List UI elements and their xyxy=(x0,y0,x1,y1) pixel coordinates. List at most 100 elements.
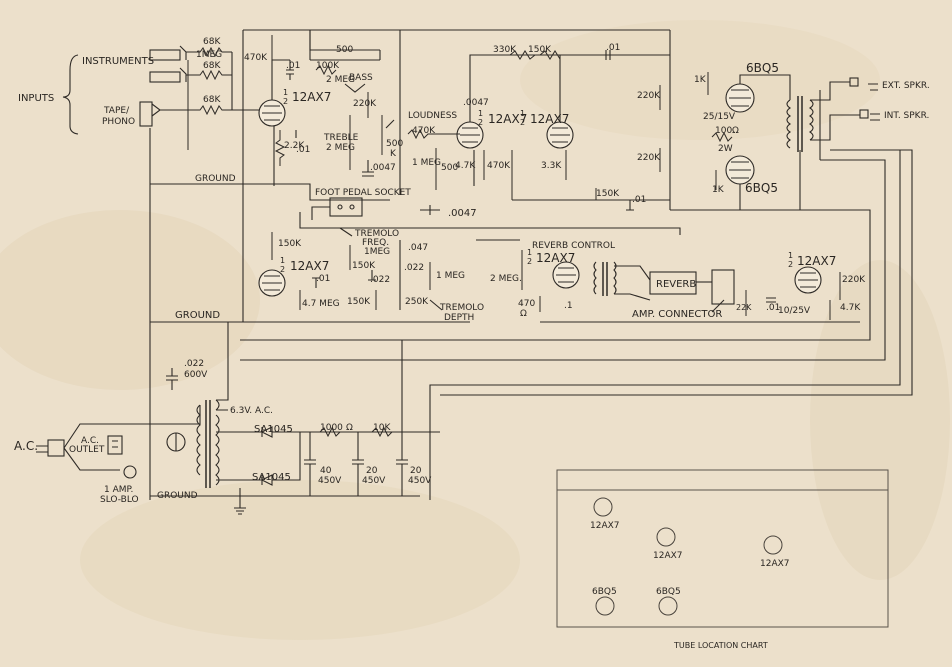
value-4-7k-a: 4.7K xyxy=(455,161,476,171)
chart-tube-slot-5: 6BQ5 xyxy=(656,587,681,616)
svg-text:2: 2 xyxy=(478,118,483,127)
value-500k-k: K xyxy=(390,149,397,159)
label-tape-phono-2: PHONO xyxy=(102,117,135,127)
long-wires xyxy=(240,29,913,500)
value-68k-1: 68K xyxy=(203,37,221,47)
value-40: 40 xyxy=(320,466,332,476)
value-330k: 330K xyxy=(493,45,517,55)
chart-tube-slot-3: 12AX7 xyxy=(760,535,790,569)
value-022-b: .022 xyxy=(404,263,424,273)
value-022-a: .022 xyxy=(370,275,390,285)
label-tube-v7: 6BQ5 xyxy=(745,181,778,195)
value-1meg-c: 1MEG xyxy=(364,247,390,257)
label-reverb: REVERB xyxy=(656,279,696,290)
label-ac-outlet-1: A.C. xyxy=(81,436,99,446)
value-1meg-b: 1 MEG xyxy=(412,158,441,168)
label-treble: TREBLE xyxy=(323,133,359,143)
value-20-b: 20 xyxy=(410,466,422,476)
tube-v1-12ax7: 1 2 12AX7 470K 2.2K xyxy=(244,35,331,186)
foot-pedal-socket: FOOT PEDAL SOCKET xyxy=(311,188,411,220)
value-220k-b: 220K xyxy=(637,91,661,101)
label-ground-1: GROUND xyxy=(195,174,236,184)
value-0047-b: .0047 xyxy=(463,98,489,108)
value-470k-c: 470K xyxy=(487,161,511,171)
label-tube-v6: 6BQ5 xyxy=(746,61,779,75)
svg-text:1: 1 xyxy=(478,109,483,118)
label-ground-2: GROUND xyxy=(175,310,220,321)
value-150k-d: 150K xyxy=(352,261,376,271)
label-tremolo-freq-2: FREQ. xyxy=(362,238,389,248)
value-20-a: 20 xyxy=(366,466,378,476)
value-treble: 2 MEG xyxy=(326,143,355,153)
svg-text:2: 2 xyxy=(283,97,288,106)
label-tube-v1: 12AX7 xyxy=(292,90,331,104)
value-150k-c: 150K xyxy=(278,239,302,249)
input-section: INSTRUMENTS INPUTS TAPE/ PHONO 68K 68K 6… xyxy=(18,37,270,185)
svg-text:6BQ5: 6BQ5 xyxy=(656,587,681,597)
label-tube-v2: 12AX7 xyxy=(488,112,527,126)
tube-v7-6bq5: 6BQ5 1K xyxy=(712,150,801,211)
svg-text:2: 2 xyxy=(527,257,532,266)
resistor-68k-2 xyxy=(186,69,232,81)
value-0047-a: .0047 xyxy=(370,163,396,173)
label-tape-phono-1: TAPE/ xyxy=(103,106,130,116)
value-4-7meg: 4.7 MEG xyxy=(302,299,340,309)
value-1meg-d: 1 MEG xyxy=(436,271,465,281)
svg-text:Ω: Ω xyxy=(520,309,527,319)
value-01-f: .01 xyxy=(766,303,780,313)
value-2w: 2W xyxy=(718,144,733,154)
cathode-bias: 25/15V 100 Ω 2W xyxy=(703,112,739,154)
svg-text:12AX7: 12AX7 xyxy=(760,559,790,569)
svg-text:1: 1 xyxy=(788,251,793,260)
value-01-b: .01 xyxy=(296,145,310,155)
inputs-brace xyxy=(62,54,79,135)
value-01-c: .01 xyxy=(606,43,620,53)
value-150k-e: 150K xyxy=(347,297,371,307)
svg-text:1: 1 xyxy=(520,109,525,118)
chart-tube-slot-2: 12AX7 xyxy=(653,527,683,561)
label-tremolo-depth-1: TREMOLO xyxy=(439,303,484,313)
resistor-68k-1 xyxy=(186,46,232,58)
value-1000: 1000 xyxy=(320,423,343,433)
value-470k-a: 470K xyxy=(244,53,268,63)
svg-text:12AX7: 12AX7 xyxy=(653,551,683,561)
svg-text:1: 1 xyxy=(280,256,285,265)
label-filament: 6.3V. A.C. xyxy=(230,406,273,416)
svg-text:2: 2 xyxy=(520,118,525,127)
svg-text:Ω: Ω xyxy=(732,126,739,136)
value-1-rev: .1 xyxy=(564,301,573,311)
value-1meg-input: 1MEG xyxy=(196,50,222,60)
input-jack-3 xyxy=(139,101,161,127)
value-10-25v: 10/25V xyxy=(778,306,811,316)
label-tube-location-chart: TUBE LOCATION CHART xyxy=(673,641,768,650)
value-450v-2: 450V xyxy=(362,476,386,486)
value-100k: 100K xyxy=(316,61,340,71)
value-250k: 250K xyxy=(405,297,429,307)
label-tube-v5: 12AX7 xyxy=(536,251,575,265)
tube-location-chart: 12AX7 12AX7 12AX7 6BQ5 6BQ5 TUBE LOCATIO… xyxy=(556,469,889,650)
value-1k-a: 1K xyxy=(694,75,707,85)
value-2meg-bass: 2 MEG xyxy=(326,75,355,85)
svg-text:12AX7: 12AX7 xyxy=(590,521,620,531)
label-tremolo-depth-2: DEPTH xyxy=(444,313,474,323)
label-ac-outlet-2: OUTLET xyxy=(69,445,105,455)
value-68k-2: 68K xyxy=(203,61,221,71)
value-01-a: .01 xyxy=(286,61,300,71)
svg-text:Ω: Ω xyxy=(346,423,353,433)
value-1k-b: 1K xyxy=(712,185,725,195)
svg-text:6BQ5: 6BQ5 xyxy=(592,587,617,597)
label-int-spkr: INT. SPKR. xyxy=(884,111,929,121)
value-500k: 500 xyxy=(386,139,403,149)
label-rectifier-2: SA1045 xyxy=(252,472,291,483)
svg-text:2: 2 xyxy=(788,260,793,269)
svg-text:1: 1 xyxy=(283,88,288,97)
label-reverb-control: REVERB CONTROL xyxy=(532,241,615,251)
value-150k-b: 150K xyxy=(596,189,620,199)
label-bass: BASS xyxy=(349,73,373,83)
value-68k-3: 68K xyxy=(203,95,221,105)
output-transformer: EXT. SPKR. INT. SPKR. xyxy=(786,77,930,160)
input-jack-2 xyxy=(149,67,187,83)
value-450v-1: 450V xyxy=(318,476,342,486)
label-rectifier-1: SA1045 xyxy=(254,424,293,435)
